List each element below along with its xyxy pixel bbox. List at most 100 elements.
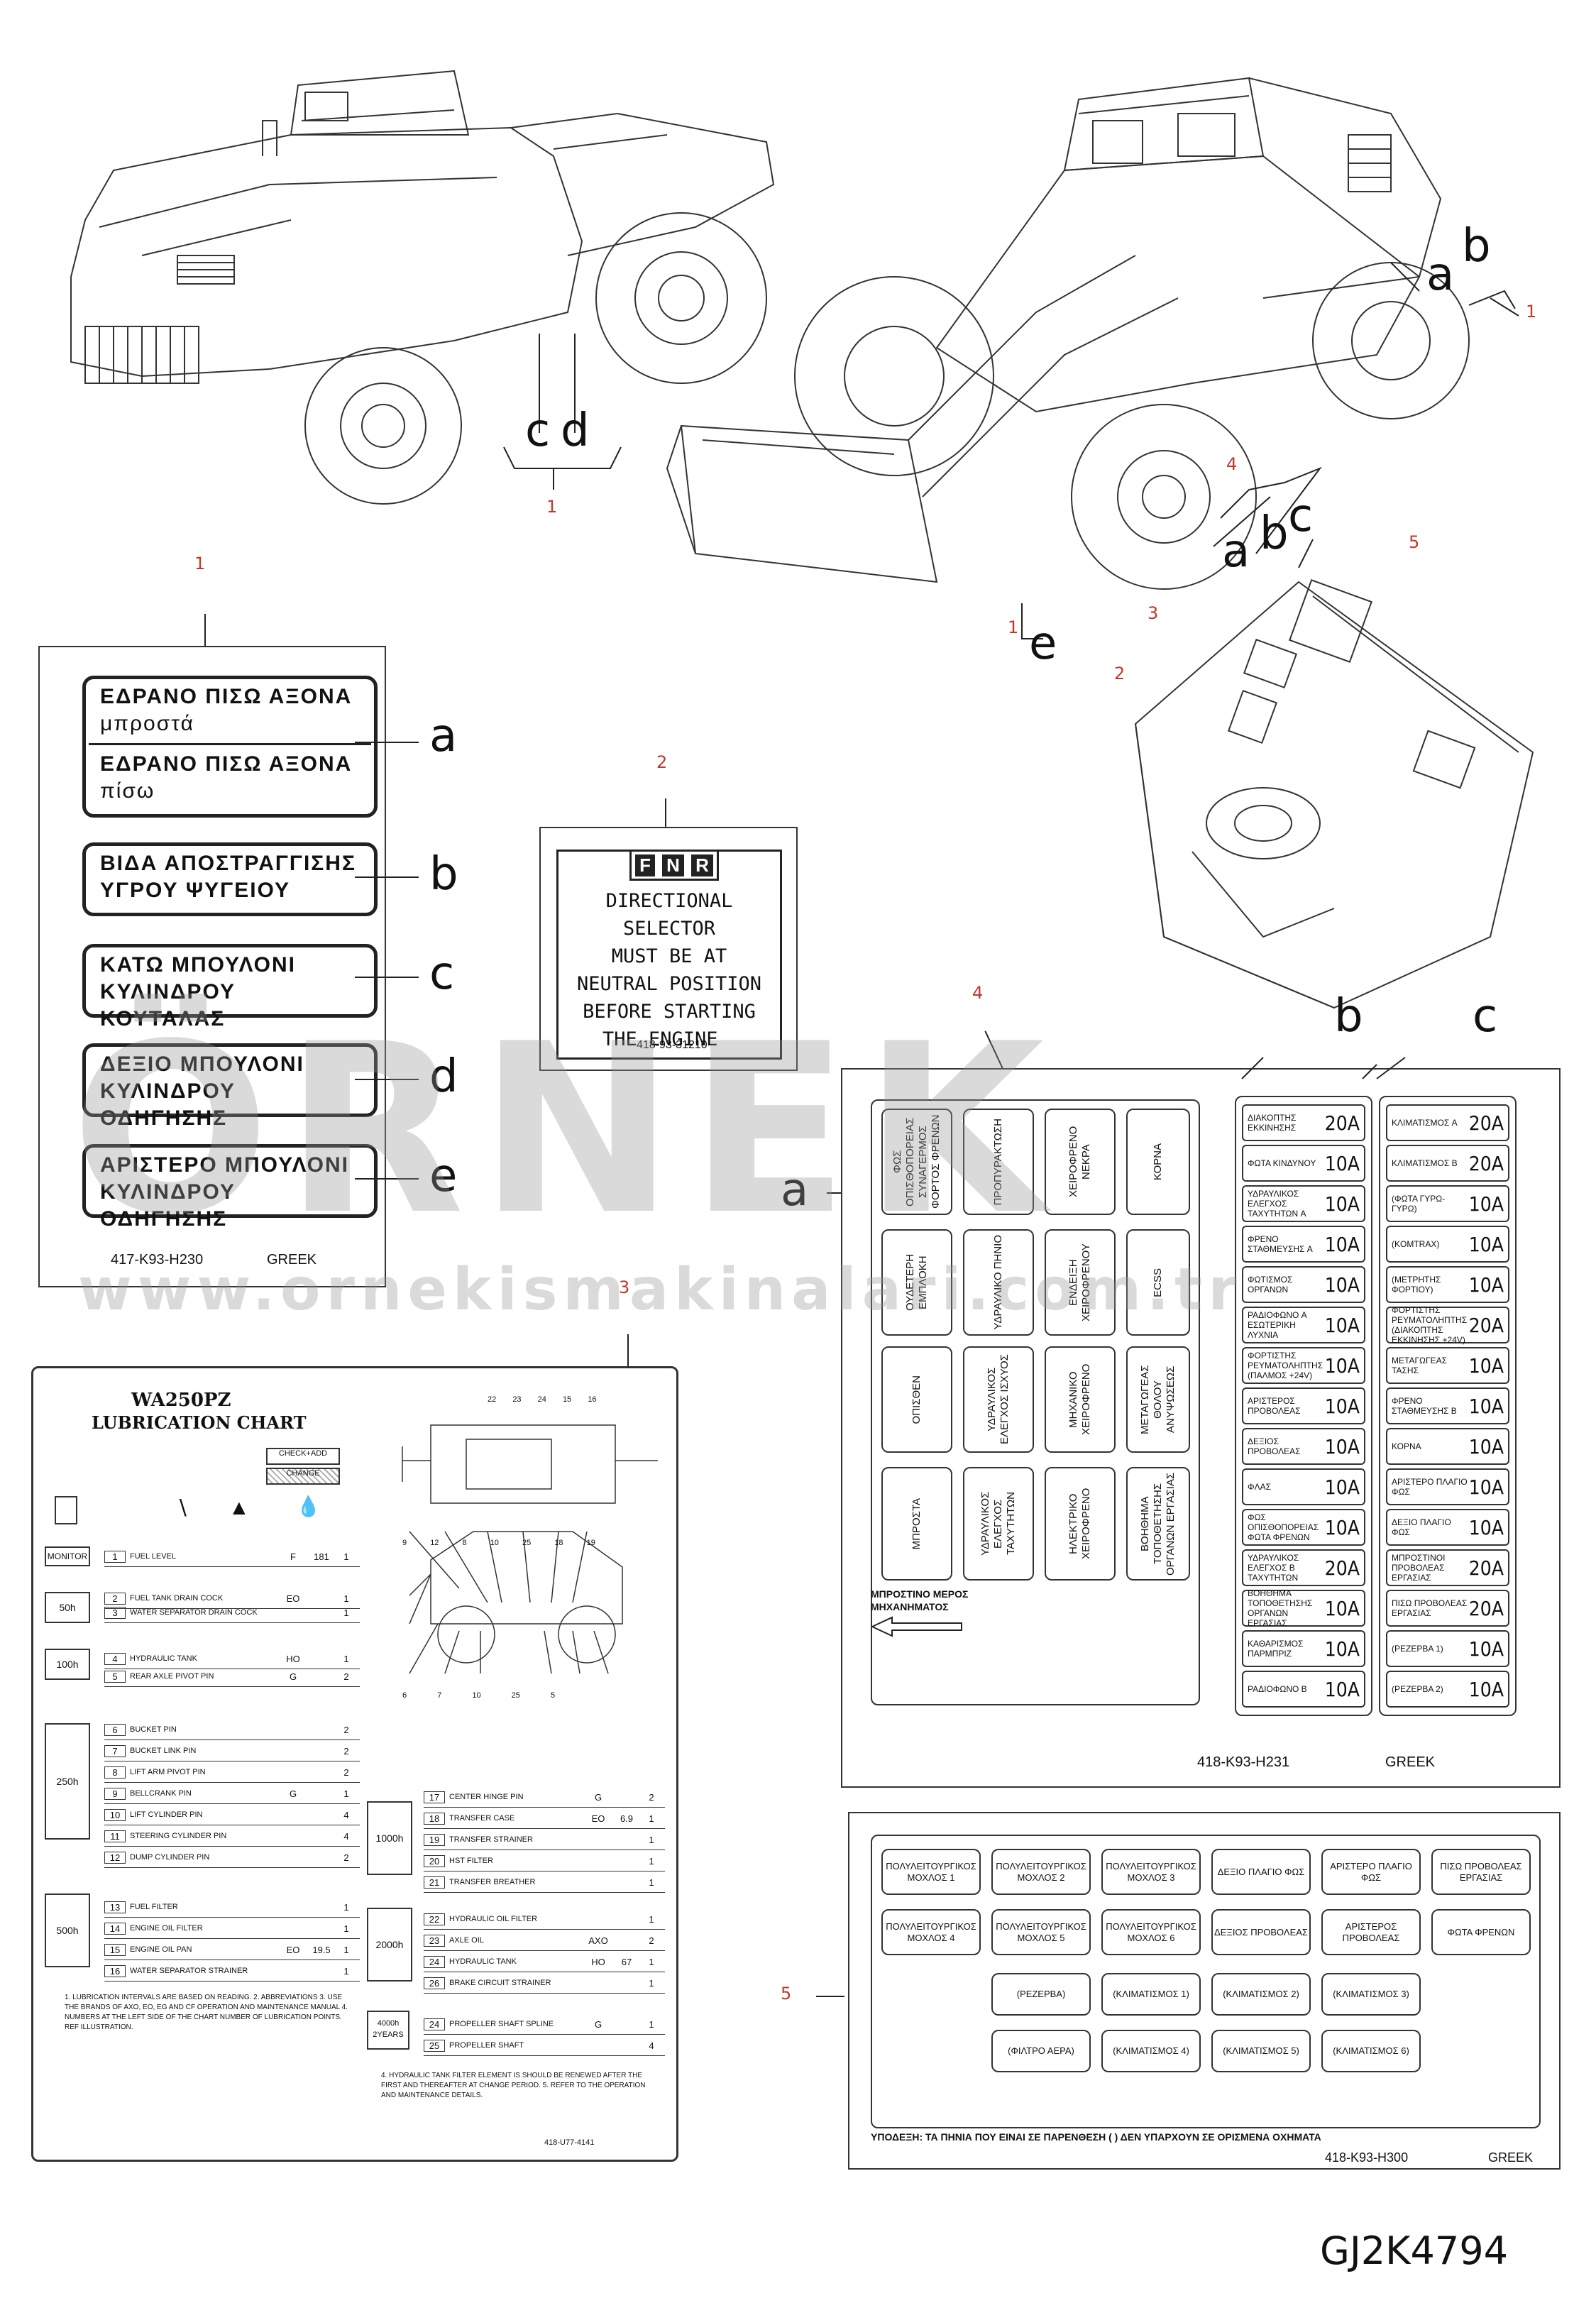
leader-a <box>355 742 419 743</box>
decal-1b: ΒΙΔΑ ΑΠΟΣΤΡΑΓΓΙΣΗΣ ΥΓΡΟΥ ΨΥΓΕΙΟΥ <box>82 842 378 916</box>
fuse-label: ΚΟΡΝΑ <box>1392 1441 1421 1451</box>
lube-row-points: 1 <box>649 1977 654 1989</box>
fuse-rating: 10A <box>1324 1313 1360 1337</box>
callout-number-1: 1 <box>194 554 206 573</box>
lube-row-points: 1 <box>649 1855 654 1867</box>
lube-row-number: 22 <box>424 1913 445 1925</box>
callout-b: b <box>1462 220 1491 273</box>
callout-a: a <box>1222 525 1250 578</box>
callout-c: c <box>1473 990 1498 1043</box>
fuse-grid-frame <box>871 1099 1200 1705</box>
lube-row-number: 11 <box>104 1830 126 1842</box>
fuse-rating: 10A <box>1468 1475 1504 1499</box>
fuse-label: ΥΔΡΑΥΛΙΚΟΣ ΕΛΕΓΧΟΣ ΤΑΧΥΤΗΤΩΝ A <box>1248 1189 1306 1219</box>
lube-row-points: 1 <box>649 1956 654 1967</box>
callout-number-1: 1 <box>1526 302 1537 321</box>
lube-row-points: 1 <box>649 1834 654 1845</box>
relay-button: (ΚΛΙΜΑΤΙΣΜΟΣ 4) <box>1101 2030 1201 2072</box>
diag-num: 16 <box>588 1395 597 1404</box>
decal-2-line2: MUST BE AT <box>611 945 727 967</box>
lube-row-number: 25 <box>424 2039 445 2052</box>
lube-row-code: F <box>290 1551 296 1562</box>
lube-row-points: 1 <box>343 1607 349 1618</box>
diag-num: 5 <box>551 1691 556 1700</box>
lube-row-points: 1 <box>343 1944 349 1955</box>
lube-row-points: 1 <box>343 1653 349 1664</box>
fuse-rating: 10A <box>1324 1596 1360 1620</box>
decal-2-text: DIRECTIONAL SELECTOR MUST BE AT NEUTRAL … <box>558 887 780 1053</box>
lube-notes-left: 1. LUBRICATION INTERVALS ARE BASED ON RE… <box>65 1994 348 2031</box>
lube-row-item: TRANSFER CASE <box>449 1814 515 1823</box>
fuse-label: (ΦΩΤΑ ΓΥΡΩ-ΓΥΡΩ) <box>1392 1194 1446 1214</box>
lube-row-points: 2 <box>343 1671 349 1682</box>
decal-1b-line1: ΒΙΔΑ ΑΠΟΣΤΡΑΓΓΙΣΗΣ <box>100 852 356 875</box>
fuse-row: ΦΟΡΤΙΣΤΗΣ ΡΕΥΜΑΤΟΛΗΠΤΗΣ (ΠΑΛΜΟΣ +24V)10A <box>1242 1347 1365 1384</box>
decal-4-code: 418-K93-H231 <box>1197 1754 1290 1770</box>
fuse-label: ΜΠΡΟΣΤΙΝΟΙ ΠΡΟΒΟΛΕΑΣ ΕΡΓΑΣΙΑΣ <box>1392 1553 1446 1583</box>
lube-row-number: 3 <box>104 1606 126 1619</box>
lube-notes-right: 4. HYDRAULIC TANK FILTER ELEMENT IS SHOU… <box>381 2072 646 2099</box>
decal-1a-rear-sub: πίσω <box>100 779 155 803</box>
decal-4-language: GREEK <box>1385 1754 1436 1770</box>
leader-c <box>355 977 419 978</box>
lube-row-points: 1 <box>343 1901 349 1913</box>
lube-row-code: G <box>289 1671 297 1682</box>
callout-number-3: 3 <box>619 1277 630 1297</box>
decal-1e-line2: ΚΥΛΙΝΔΡΟΥ ΟΔΗΓΗΣΗΣ <box>100 1180 236 1231</box>
lube-row-points: 2 <box>343 1745 349 1757</box>
relay-button: ΠΟΛΥΛΕΙΤΟΥΡΓΙΚΟΣ ΜΟΧΛΟΣ 6 <box>1101 1909 1201 1955</box>
lube-row-points: 1 <box>343 1923 349 1934</box>
lube-row-number: 21 <box>424 1876 445 1889</box>
lube-row-points: 2 <box>343 1724 349 1735</box>
decal-1c-line1: ΚΑΤΩ ΜΠΟΥΛΟΝΙ <box>100 953 296 977</box>
group-250h: 250h <box>45 1723 90 1840</box>
fuse-rating: 20A <box>1324 1111 1360 1135</box>
decal-1c-line2: ΚΥΛΙΝΔΡΟΥ ΚΟΥΤΑΛΑΣ <box>100 980 236 1030</box>
lube-row-qty: 181 <box>314 1551 329 1562</box>
decal-1a-separator <box>89 743 371 745</box>
lube-row-item: WATER SEPARATOR DRAIN COCK <box>130 1608 258 1617</box>
relay-box: ΜΕΤΑΓΩΓΕΑΣ ΘΟΛΟΥ ΑΝΥΨΩΣΕΩΣ <box>1126 1346 1190 1453</box>
lube-row-code: G <box>594 1791 602 1803</box>
relay-button: (ΚΛΙΜΑΤΙΣΜΟΣ 6) <box>1321 2030 1421 2072</box>
fuse-rating: 10A <box>1468 1434 1504 1458</box>
callout-a: a <box>429 710 458 762</box>
callout-b: b <box>1334 990 1363 1043</box>
lube-row-number: 19 <box>424 1833 445 1846</box>
fuse-label: ΦΩΤΙΣΜΟΣ ΟΡΓΑΝΩΝ <box>1248 1275 1293 1295</box>
fuse-label: ΔΕΞΙΟΣ ΠΡΟΒΟΛΕΑΣ <box>1248 1436 1301 1456</box>
decal-2-line4: BEFORE STARTING <box>583 1001 756 1023</box>
decal-1d-line1: ΔΕΞΙΟ ΜΠΟΥΛΟΝΙ <box>100 1052 304 1076</box>
lube-row-number: 12 <box>104 1851 126 1864</box>
lube-row-points: 1 <box>343 1965 349 1977</box>
callout-number-1: 1 <box>1008 617 1019 637</box>
lube-row-number: 20 <box>424 1854 445 1867</box>
relay-button: ΑΡΙΣΤΕΡΟΣ ΠΡΟΒΟΛΕΑΣ <box>1321 1909 1421 1955</box>
callout-number-5: 5 <box>1409 532 1420 552</box>
lube-row-code: G <box>594 2018 602 2030</box>
group-50h: 50h <box>45 1592 90 1623</box>
lube-row-item: PROPELLER SHAFT <box>449 2041 524 2050</box>
fuse-label: ΔΙΑΚΟΠΤΗΣ ΕΚΚΙΝΗΣΗΣ <box>1248 1113 1297 1133</box>
lube-row-item: FUEL FILTER <box>130 1903 178 1911</box>
fuse-label: (ΜΕΤΡΗΤΗΣ ΦΟΡΤΙΟΥ) <box>1392 1275 1441 1295</box>
lube-row-number: 8 <box>104 1766 126 1779</box>
fuse-rating: 10A <box>1324 1475 1360 1499</box>
relay-button: ΠΟΛΥΛΕΙΤΟΥΡΓΙΚΟΣ ΜΟΧΛΟΣ 3 <box>1101 1849 1201 1895</box>
decal-2-panel: F N R DIRECTIONAL SELECTOR MUST BE AT NE… <box>539 827 798 1071</box>
lube-row-item: LIFT ARM PIVOT PIN <box>130 1768 206 1776</box>
fuse-row: (ΦΩΤΑ ΓΥΡΩ-ΓΥΡΩ)10A <box>1386 1185 1509 1222</box>
